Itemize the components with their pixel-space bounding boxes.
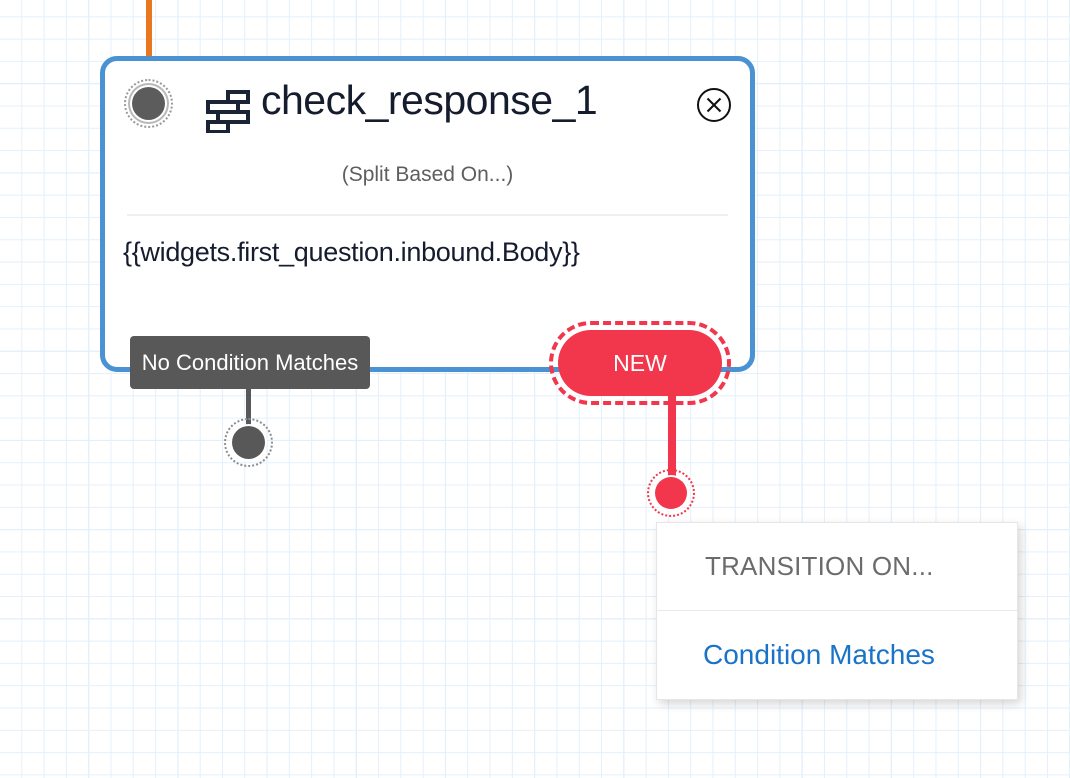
widget-card-header: check_response_1 (105, 61, 750, 149)
incoming-wire (146, 0, 152, 64)
widget-expression-value: {{widgets.first_question.inbound.Body}} (123, 237, 580, 267)
transition-output-dot-no-condition-matches[interactable] (224, 418, 273, 467)
widget-card-check-response-1[interactable]: check_response_1 (Split Based On...) {{w… (100, 56, 755, 372)
widget-subtitle: (Split Based On...) (341, 163, 514, 186)
widget-title: check_response_1 (261, 77, 598, 123)
transition-wire-new (668, 396, 676, 501)
transition-no-condition-matches[interactable]: No Condition Matches (130, 336, 370, 467)
transition-on-dropdown[interactable]: TRANSITION ON... Condition Matches (656, 522, 1018, 700)
split-based-on-icon (205, 89, 251, 134)
transition-output-dot-new[interactable] (647, 469, 695, 517)
close-icon[interactable] (696, 87, 732, 123)
widget-input-connector-dot[interactable] (124, 79, 173, 128)
dropdown-item-condition-matches[interactable]: Condition Matches (703, 639, 935, 670)
transition-label-new[interactable]: NEW (549, 321, 731, 405)
transition-new[interactable]: NEW (549, 321, 731, 517)
dropdown-header: TRANSITION ON... (657, 523, 1017, 611)
transition-label-no-condition-matches[interactable]: No Condition Matches (130, 336, 370, 389)
widget-divider (127, 214, 728, 216)
